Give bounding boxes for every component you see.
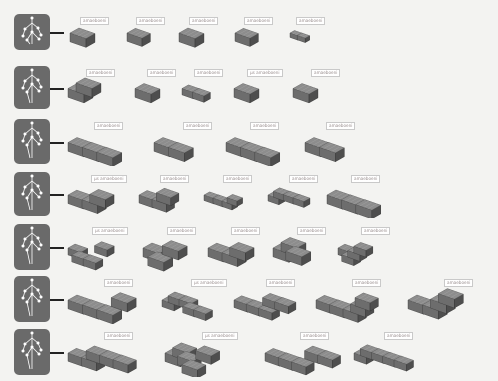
assembly-render: amaeboeni (133, 66, 175, 111)
assembly-label: amaeboeni (104, 332, 133, 340)
assembly-label: amaeboeni (167, 227, 196, 235)
row-connector (50, 194, 64, 196)
tree-icon (14, 224, 50, 270)
tree-thumbnail (14, 224, 50, 270)
assembly-render: μs amaeboeni (163, 329, 261, 377)
assembly-label: amaeboeni (231, 227, 260, 235)
assembly-render: amaeboeni (336, 224, 404, 272)
assembly-label: amaeboeni (86, 69, 115, 77)
assembly-label: amaeboeni (311, 69, 340, 77)
tree-thumbnail (14, 172, 50, 216)
assembly-label: μs amaeboeni (91, 175, 127, 183)
tree-thumbnail (14, 66, 50, 109)
assembly-label: μs amaeboeni (247, 69, 283, 77)
assembly-render: amaeboeni (233, 14, 269, 52)
assembly-label: μs amaeboeni (92, 227, 128, 235)
assembly-render: μs amaeboeni (232, 66, 278, 111)
tree-icon (14, 119, 50, 164)
assembly-render: amaeboeni (202, 172, 260, 218)
assembly-render: amaeboeni (66, 276, 162, 324)
assembly-label: amaeboeni (147, 69, 176, 77)
assembly-label: amaeboeni (80, 17, 109, 25)
assembly-label: amaeboeni (289, 175, 318, 183)
row-connector (50, 32, 64, 34)
tree-thumbnail (14, 329, 50, 375)
figure-row: μs amaeboeni amaeboeni amaeboeni amaeboeni a… (0, 172, 498, 218)
assembly-label: μs amaeboeni (202, 332, 238, 340)
figure-row: amaeboeni μs amaeboeni amaeboeni amaeboeni a… (0, 276, 498, 324)
assembly-render: amaeboeni (206, 224, 274, 272)
assembly-label: amaeboeni (300, 332, 329, 340)
assembly-render: amaeboeni (232, 276, 320, 324)
assembly-render: amaeboeni (325, 172, 395, 218)
assembly-render: amaeboeni (137, 172, 201, 218)
assembly-label: amaeboeni (297, 227, 326, 235)
assembly-render: amaeboeni (66, 66, 122, 111)
tree-icon (14, 66, 50, 109)
tree-icon (14, 329, 50, 375)
assembly-render: amaeboeni (266, 172, 328, 218)
assembly-render: amaeboeni (125, 14, 161, 52)
assembly-label: amaeboeni (352, 279, 381, 287)
assembly-label: amaeboeni (189, 17, 218, 25)
assembly-label: amaeboeni (136, 17, 165, 25)
assembly-render: amaeboeni (177, 14, 215, 52)
assembly-render: amaeboeni (291, 66, 347, 111)
assembly-label: amaeboeni (250, 122, 279, 130)
assembly-label: amaeboeni (351, 175, 380, 183)
assembly-render: amaeboeni (66, 329, 162, 377)
assembly-render: μs amaeboeni (160, 276, 240, 324)
tree-thumbnail (14, 119, 50, 164)
assembly-render: μs amaeboeni (66, 172, 134, 218)
assembly-label: amaeboeni (104, 279, 133, 287)
assembly-render: amaeboeni (352, 329, 434, 377)
assembly-label: amaeboeni (223, 175, 252, 183)
assembly-render: amaeboeni (303, 119, 365, 166)
assembly-label: amaeboeni (296, 17, 325, 25)
assembly-render: μs amaeboeni (66, 224, 136, 272)
tree-icon (14, 172, 50, 216)
tree-thumbnail (14, 14, 50, 50)
assembly-render: amaeboeni (263, 329, 357, 377)
figure-row: μs amaeboeni amaeboeni amaeboeni amaeboeni a… (0, 224, 498, 272)
tree-thumbnail (14, 276, 50, 322)
assembly-render: amaeboeni (224, 119, 294, 166)
row-connector (50, 88, 64, 90)
assembly-label: amaeboeni (94, 122, 123, 130)
assembly-label: amaeboeni (160, 175, 189, 183)
assembly-label: amaeboeni (326, 122, 355, 130)
row-connector (50, 299, 64, 301)
figure-row: amaeboeni μs amaeboeni amaeboeni amaeboeni (0, 329, 498, 377)
assembly-label: amaeboeni (183, 122, 212, 130)
assembly-render: amaeboeni (68, 14, 106, 52)
assembly-label: amaeboeni (361, 227, 390, 235)
figure-row: amaeboeni amaeboeni amaeboeni amaeboeni (0, 119, 498, 166)
figure-row: amaeboeni amaeboeni amaeboeni μs amaeboeni a… (0, 66, 498, 111)
assembly-render: amaeboeni (314, 276, 410, 324)
row-connector (50, 352, 64, 354)
assembly-label: amaeboeni (194, 69, 223, 77)
assembly-label: amaeboeni (266, 279, 295, 287)
assembly-label: amaeboeni (384, 332, 413, 340)
assembly-render: amaeboeni (180, 66, 222, 111)
assembly-label: amaeboeni (244, 17, 273, 25)
tree-icon (14, 14, 50, 50)
row-connector (50, 247, 64, 249)
assembly-render: amaeboeni (406, 276, 498, 324)
assembly-render: amaeboeni (141, 224, 211, 272)
assembly-render: amaeboeni (66, 119, 140, 166)
tree-icon (14, 276, 50, 322)
assembly-label: amaeboeni (444, 279, 473, 287)
assembly-render: amaeboeni (152, 119, 232, 166)
assembly-label: μs amaeboeni (191, 279, 227, 287)
assembly-render: amaeboeni (271, 224, 341, 272)
assembly-render: amaeboeni (288, 14, 318, 52)
row-connector (50, 142, 64, 144)
